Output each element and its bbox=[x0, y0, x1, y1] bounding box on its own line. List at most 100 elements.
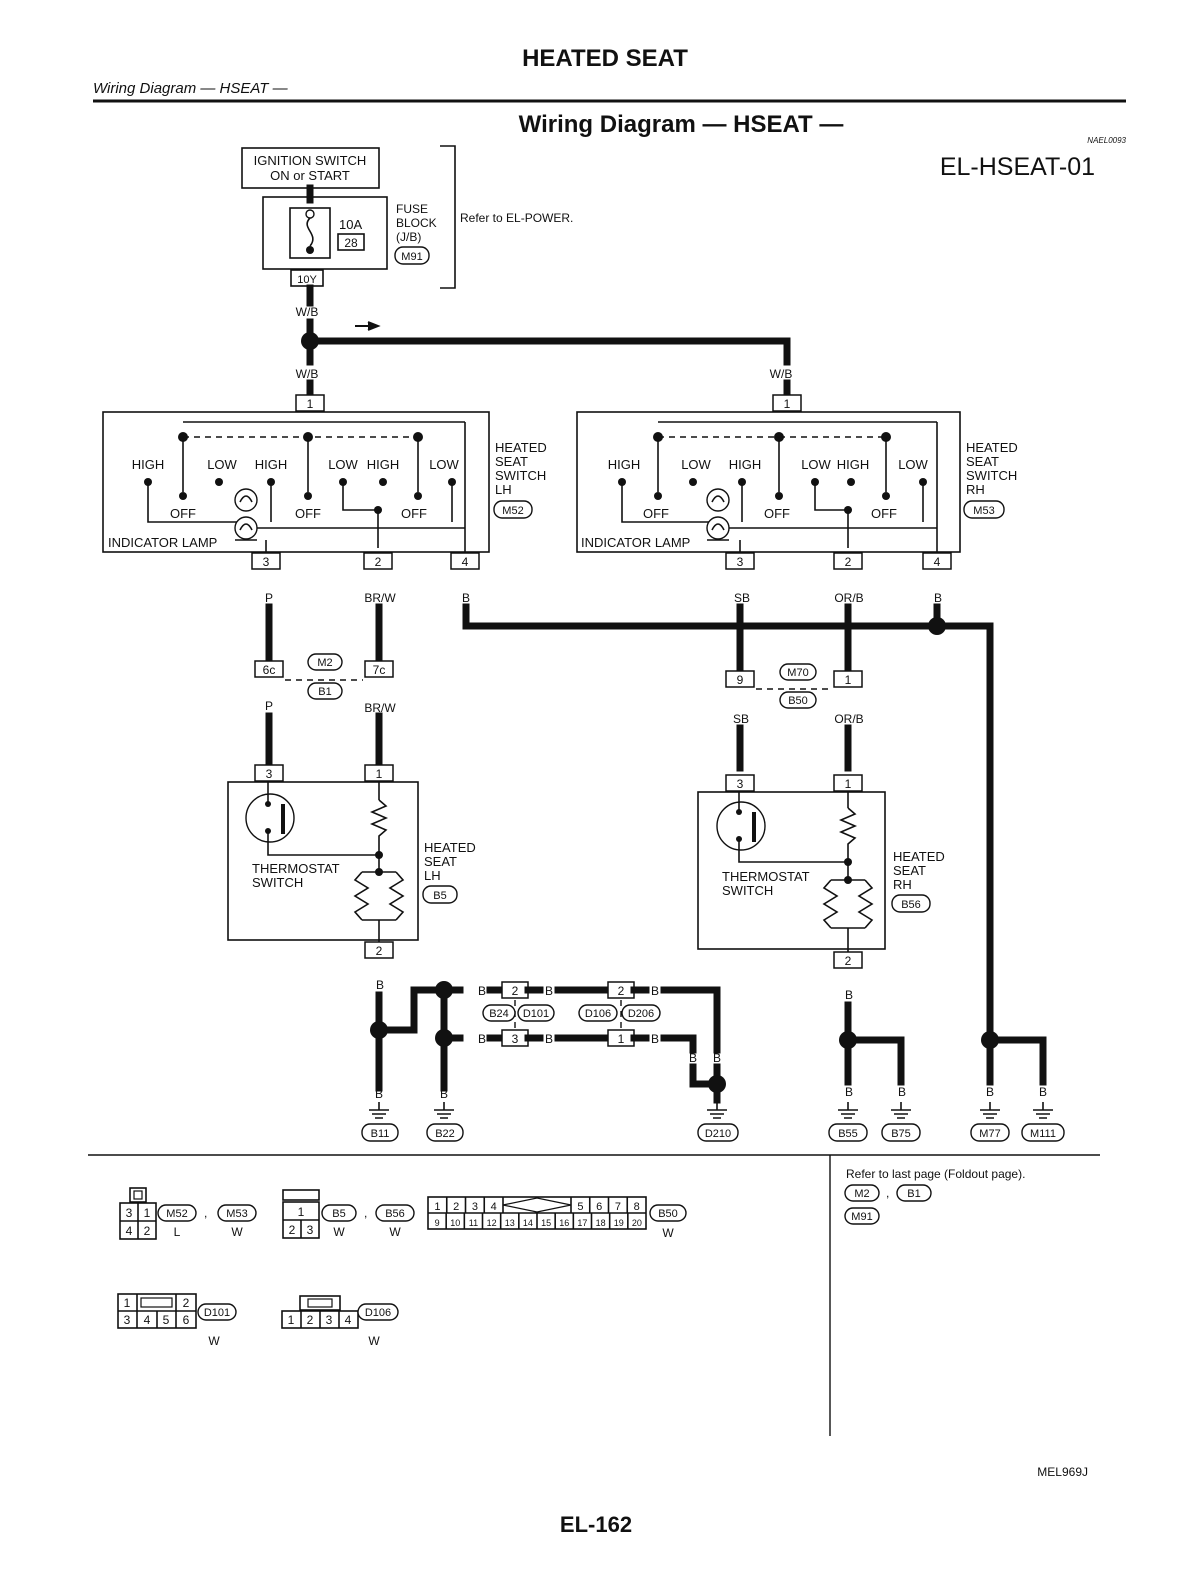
conn3-color: W bbox=[662, 1226, 674, 1240]
switch-lh-conn-oval bbox=[493, 500, 533, 519]
switch-lh-pos-3: HIGH bbox=[255, 457, 288, 472]
conn3-bottom-pin: 13 bbox=[505, 1218, 515, 1228]
wire-label-b-7: B bbox=[478, 1032, 486, 1046]
joint-lh-t1-box bbox=[254, 660, 284, 678]
conn3-bottom-pin: 10 bbox=[450, 1218, 460, 1228]
wire-label-b-15: B bbox=[986, 1085, 994, 1099]
wire-b-m-ground bbox=[933, 622, 994, 1042]
switch-rh-label-4: RH bbox=[966, 482, 985, 497]
power-bracket bbox=[440, 145, 456, 289]
conn1-color-2: W bbox=[231, 1225, 243, 1239]
ground-4: B55 bbox=[838, 1128, 858, 1140]
joint-rh-c2-oval bbox=[779, 691, 817, 709]
conn1-color-1: L bbox=[174, 1225, 181, 1239]
conn5-color: W bbox=[368, 1334, 380, 1348]
switch-lh-term-4-box bbox=[450, 552, 480, 570]
switch-rh-lamp-label: INDICATOR LAMP bbox=[581, 535, 690, 550]
gj-term-1: 2 bbox=[512, 984, 519, 998]
ground-symbol-icons bbox=[369, 1100, 1053, 1119]
ground-3: D210 bbox=[705, 1128, 731, 1140]
seat-rh-term-2: 2 bbox=[845, 954, 852, 968]
conn1-pin-4: 2 bbox=[144, 1224, 151, 1238]
seat-lh-term-3: 3 bbox=[266, 767, 273, 781]
conn3-bottom-pin: 15 bbox=[541, 1218, 551, 1228]
ignition-label-2: ON or START bbox=[270, 168, 350, 183]
fuse-block-box bbox=[262, 196, 388, 270]
fuse-term: 10Y bbox=[297, 274, 317, 286]
switch-rh-off-3: OFF bbox=[871, 506, 897, 521]
switch-lh-pos-4: LOW bbox=[328, 457, 358, 472]
switch-lh-term-4: 4 bbox=[462, 555, 469, 569]
gj-term-4: 1 bbox=[618, 1032, 625, 1046]
switch-rh-lamp-wire bbox=[707, 527, 937, 541]
wire-label-orb-1: OR/B bbox=[834, 591, 863, 605]
conn3-bottom-pin: 20 bbox=[632, 1218, 642, 1228]
diagram-id: EL-HSEAT-01 bbox=[940, 153, 1095, 181]
joint-rh-c1: M70 bbox=[787, 667, 808, 679]
switch-lh-term-1: 1 bbox=[307, 397, 314, 411]
splice-d210 bbox=[708, 1075, 726, 1093]
conn2-color-1: W bbox=[333, 1225, 345, 1239]
conn1-name-2: M53 bbox=[226, 1208, 247, 1220]
fuse-block-label-2: BLOCK bbox=[396, 216, 437, 230]
conn3-bottom-pin: 16 bbox=[559, 1218, 569, 1228]
seat-rh-term-1: 1 bbox=[845, 777, 852, 791]
switch-rh-pos-5: HIGH bbox=[837, 457, 870, 472]
conn3-name-oval bbox=[649, 1204, 687, 1222]
switch-lh-lamp-label: INDICATOR LAMP bbox=[108, 535, 217, 550]
conn3-top-pin: 2 bbox=[453, 1201, 459, 1213]
gj-term-2: 3 bbox=[512, 1032, 519, 1046]
joint-rh-t1: 9 bbox=[737, 673, 744, 687]
wire-m111 bbox=[986, 1036, 1047, 1086]
wire-label-b-9: B bbox=[651, 1032, 659, 1046]
conn2-pin-3: 3 bbox=[307, 1223, 314, 1237]
switch-lh-contacts bbox=[144, 478, 456, 500]
switch-rh-term-2-box bbox=[833, 552, 863, 570]
joint-rh-c2: B50 bbox=[788, 695, 808, 707]
switch-rh-lamp-1-icon bbox=[706, 488, 730, 512]
seat-lh-label-3: LH bbox=[424, 868, 441, 883]
seat-lh-term-3-box bbox=[254, 764, 284, 782]
switch-rh-label-3: SWITCH bbox=[966, 468, 1017, 483]
switch-rh-pos-1: HIGH bbox=[608, 457, 641, 472]
wire-label-brw-2: BR/W bbox=[364, 701, 396, 715]
switch-lh-lamp-1-icon bbox=[234, 488, 258, 512]
wire-label-b-6: B bbox=[651, 984, 659, 998]
conn4-color: W bbox=[208, 1334, 220, 1348]
conn2-pin-2: 2 bbox=[289, 1223, 296, 1237]
gj-conn-4: D206 bbox=[628, 1008, 654, 1020]
wire-label-b-12: B bbox=[845, 988, 853, 1002]
conn5-name: D106 bbox=[365, 1307, 391, 1319]
wire-gj-bot-6 bbox=[660, 1034, 697, 1054]
fuse-block-label-3: (J/B) bbox=[396, 230, 421, 244]
seat-rh-thermo-2: SWITCH bbox=[722, 883, 773, 898]
gj-conn-2-oval bbox=[517, 1004, 555, 1022]
seat-rh-conn: B56 bbox=[901, 899, 921, 911]
wire-label-b-14: B bbox=[898, 1085, 906, 1099]
refer-conn-2-oval bbox=[896, 1184, 932, 1202]
conn2-name-2: B56 bbox=[385, 1208, 405, 1220]
switch-rh-label-1: HEATED bbox=[966, 440, 1018, 455]
switch-lh-pos-6: LOW bbox=[429, 457, 459, 472]
seat-rh-thermo-wire bbox=[738, 839, 848, 863]
switch-lh-pos-1: HIGH bbox=[132, 457, 165, 472]
switch-lh-lamp-2-icon bbox=[234, 516, 258, 540]
wire-label-sb-2: SB bbox=[733, 712, 749, 726]
wire-label-b-18: B bbox=[440, 1087, 448, 1101]
refer-conn-1-oval bbox=[844, 1184, 880, 1202]
switch-lh-term-3-box bbox=[251, 552, 281, 570]
conn3-top-pin: 3 bbox=[472, 1201, 478, 1213]
diagram-heading: Wiring Diagram — HSEAT — bbox=[519, 111, 844, 138]
conn3-name: B50 bbox=[658, 1208, 678, 1220]
flow-arrow-icon bbox=[355, 321, 381, 331]
switch-lh-lamp-2-filament bbox=[239, 523, 253, 531]
refer-text: Refer to last page (Foldout page). bbox=[846, 1167, 1025, 1181]
refer-power: Refer to EL-POWER. bbox=[460, 211, 573, 225]
ground-3-oval bbox=[697, 1123, 739, 1142]
connector-face-b5 bbox=[282, 1189, 320, 1239]
seat-rh-label-3: RH bbox=[893, 877, 912, 892]
wire-label-b-16: B bbox=[1039, 1085, 1047, 1099]
connector-face-d106 bbox=[281, 1295, 359, 1329]
switch-lh-off-3: OFF bbox=[401, 506, 427, 521]
